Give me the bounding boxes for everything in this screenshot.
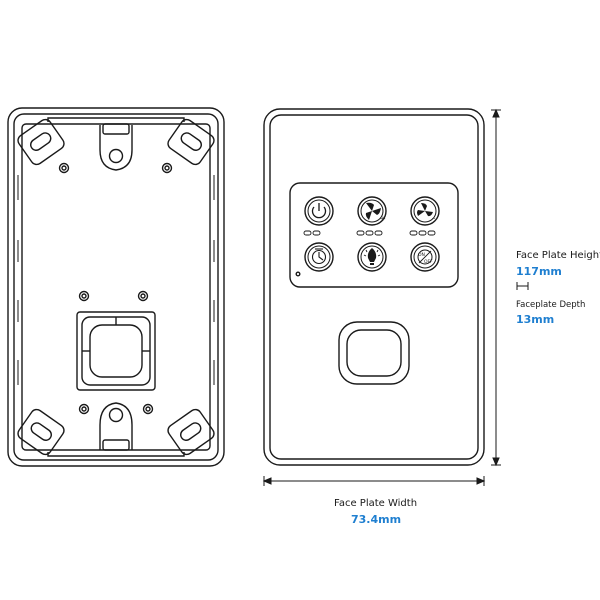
width-value: 73.4mm bbox=[351, 513, 402, 526]
timer-icon bbox=[311, 248, 327, 265]
status-indicator-dot bbox=[295, 271, 301, 277]
svg-text:+: + bbox=[380, 215, 386, 223]
corner-slot-top-right bbox=[167, 118, 215, 166]
side-ribs bbox=[17, 175, 215, 385]
on-off-button[interactable]: ON OFF bbox=[410, 242, 440, 272]
back-outer-frame bbox=[7, 107, 225, 467]
fan-speed-up-icon: + bbox=[365, 202, 386, 223]
bottom-screw-tab bbox=[99, 402, 133, 451]
top-screw-tab bbox=[99, 123, 133, 171]
corner-slot-top-left bbox=[17, 118, 65, 166]
width-dimension-line bbox=[262, 476, 486, 486]
light-icon bbox=[367, 248, 377, 265]
face-plate-outer bbox=[263, 108, 485, 466]
face-plate-inner bbox=[269, 114, 479, 460]
fan-speed-up-button[interactable]: + bbox=[357, 196, 387, 226]
bottom-rim bbox=[47, 452, 185, 457]
face-plate: + – bbox=[263, 108, 485, 466]
height-value: 117mm bbox=[516, 265, 562, 278]
sensor-window bbox=[338, 321, 410, 385]
fan-speed-down-icon: – bbox=[417, 203, 436, 222]
corner-slot-bottom-left bbox=[17, 408, 65, 456]
depth-dimension-marker bbox=[516, 282, 529, 290]
screw-holes bbox=[58, 162, 173, 415]
power-button[interactable] bbox=[304, 196, 334, 226]
on-off-icon: ON OFF bbox=[417, 249, 433, 265]
back-mounting-view bbox=[7, 107, 225, 467]
power-icon bbox=[311, 203, 327, 219]
height-title: Face Plate Height bbox=[516, 250, 600, 261]
depth-value: 13mm bbox=[516, 313, 555, 326]
light-rays-icon bbox=[363, 249, 381, 257]
corner-slot-bottom-right bbox=[167, 408, 215, 456]
light-button[interactable] bbox=[357, 242, 387, 272]
svg-text:OFF: OFF bbox=[424, 259, 433, 265]
svg-text:ON: ON bbox=[418, 252, 425, 258]
svg-text:–: – bbox=[432, 214, 436, 222]
timer-button[interactable] bbox=[304, 242, 334, 272]
cable-entry-port bbox=[76, 311, 156, 391]
depth-title: Faceplate Depth bbox=[516, 300, 586, 310]
back-inner-frame bbox=[13, 113, 219, 461]
width-title: Face Plate Width bbox=[334, 498, 418, 509]
fan-speed-down-button[interactable]: – bbox=[410, 196, 440, 226]
control-panel bbox=[289, 182, 459, 288]
height-dimension-line bbox=[491, 108, 501, 467]
indicator-leds bbox=[303, 230, 436, 236]
top-rim bbox=[47, 117, 185, 122]
back-box-wall bbox=[21, 123, 211, 451]
